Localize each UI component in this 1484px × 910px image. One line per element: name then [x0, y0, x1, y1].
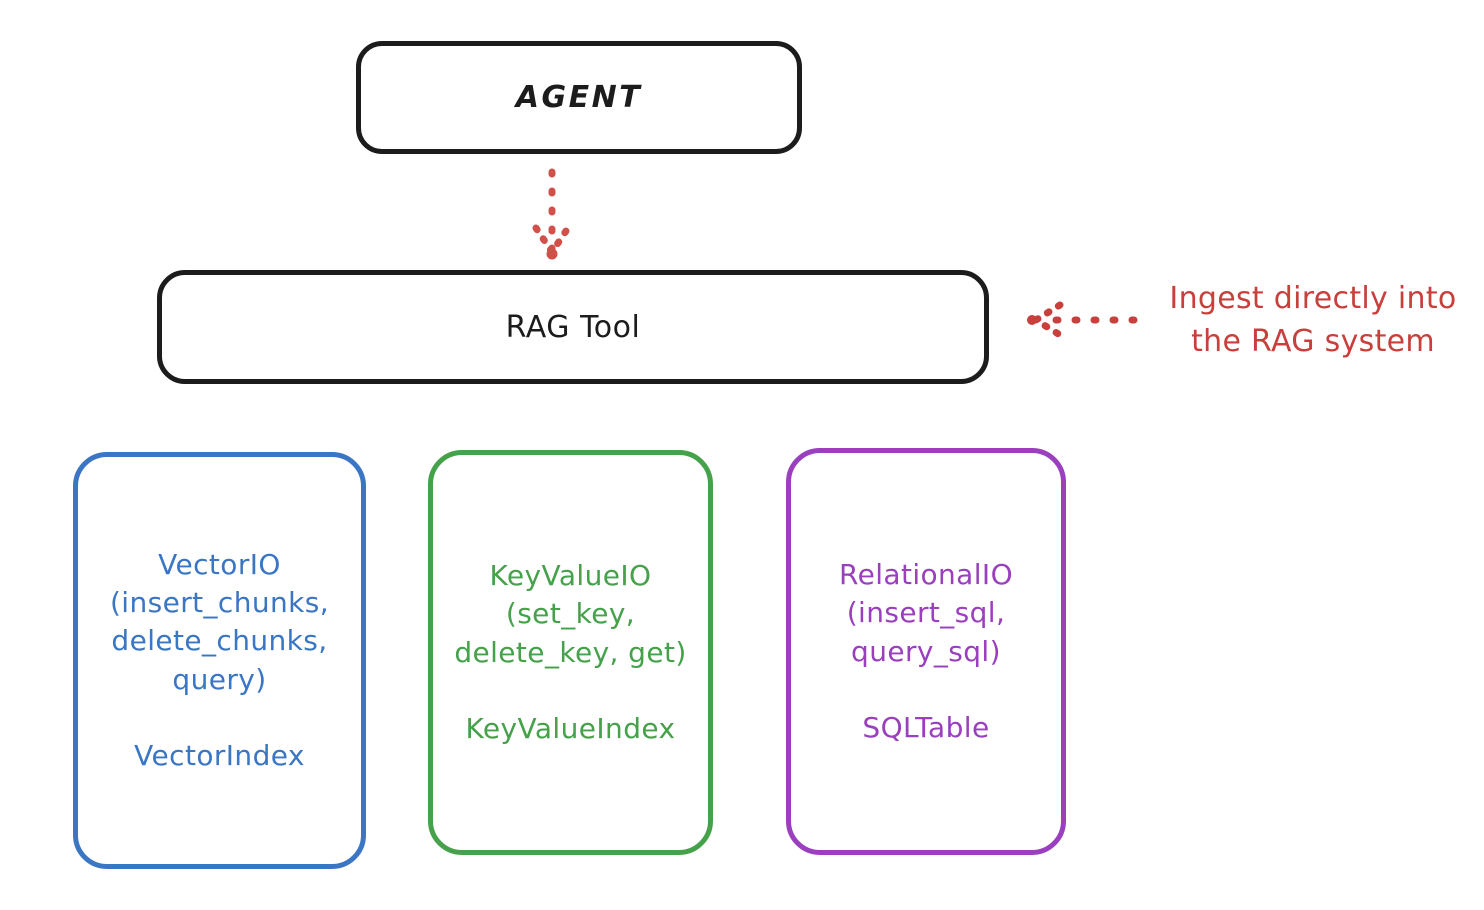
node-rag-tool[interactable]: RAG Tool — [157, 270, 989, 384]
annotation-ingest: Ingest directly into the RAG system — [1169, 281, 1457, 359]
node-key-value-io-index-label: KeyValueIndex — [465, 711, 676, 745]
node-vector-io[interactable]: VectorIO (insert_chunks, delete_chunks, … — [73, 452, 366, 869]
node-key-value-io[interactable]: KeyValueIO (set_key, delete_key, get) Ke… — [428, 450, 713, 855]
ingest-arrow — [1027, 301, 1138, 339]
node-relational-io[interactable]: RelationalIO (insert_sql, query_sql) SQL… — [786, 448, 1066, 855]
node-vector-io-index-label: VectorIndex — [134, 738, 305, 772]
node-relational-io-index-label: SQLTable — [862, 710, 990, 744]
node-vector-io-api-label: VectorIO (insert_chunks, delete_chunks, … — [109, 548, 330, 696]
node-agent[interactable]: AGENT — [356, 41, 802, 154]
node-relational-io-api-label: RelationalIO (insert_sql, query_sql) — [838, 558, 1014, 668]
node-key-value-io-api-label: KeyValueIO (set_key, delete_key, get) — [454, 559, 687, 669]
node-agent-label: AGENT — [515, 80, 643, 115]
node-rag-tool-label: RAG Tool — [505, 309, 641, 345]
agent-to-rag-tool-arrow — [532, 168, 572, 260]
